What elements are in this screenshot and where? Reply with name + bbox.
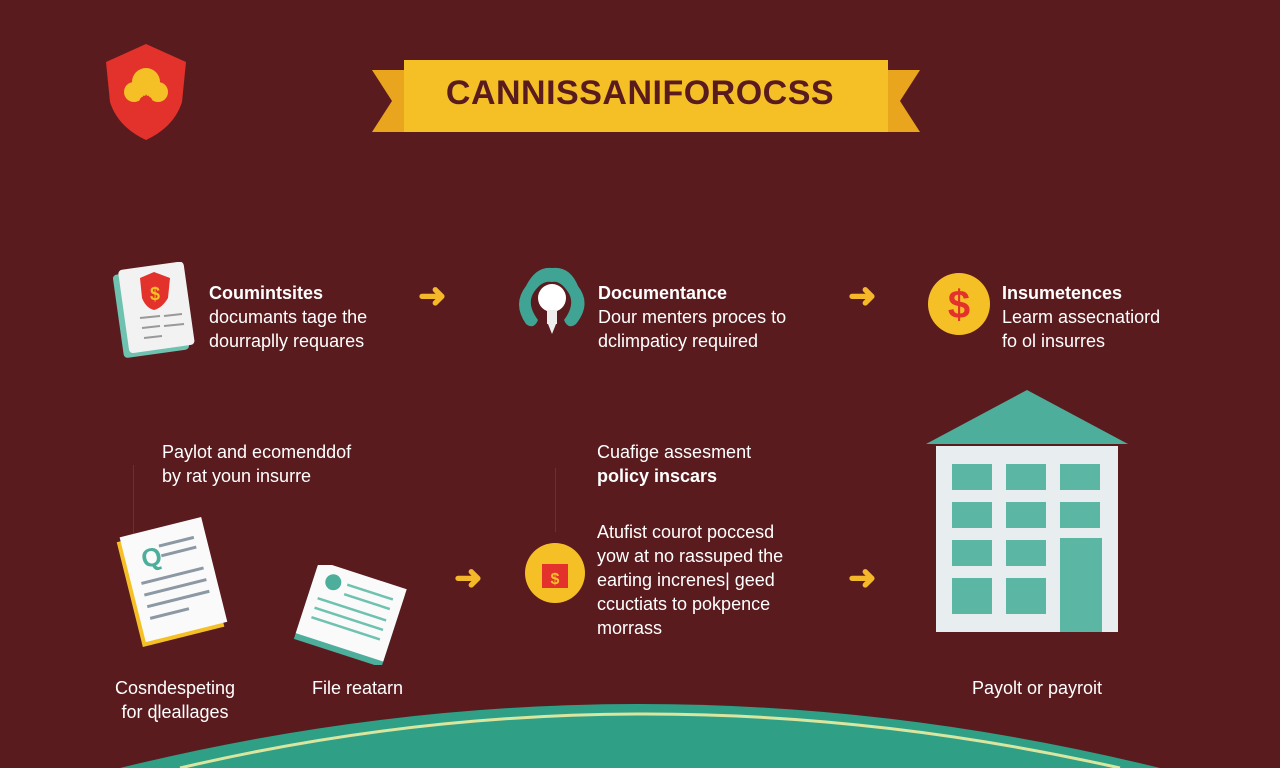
text-line: for ɖleallages	[121, 702, 229, 722]
text-line: by rat youn insurre	[162, 466, 312, 486]
bottom-label-left: Cosndespeting for ɖleallages	[112, 676, 238, 724]
svg-text:$: $	[948, 283, 970, 327]
svg-text:$: $	[139, 90, 154, 120]
building-icon	[926, 390, 1128, 632]
text-line: ccuctiats to pokpence	[597, 594, 771, 614]
text-line: Paylot and ecomenddof	[162, 442, 352, 462]
connector-line	[555, 468, 556, 532]
svg-text:$: $	[150, 284, 160, 304]
arrow-right-icon: ➜	[454, 559, 483, 597]
notepad-icon	[293, 565, 407, 665]
step-title: Coumintsites	[209, 283, 324, 303]
banner-title: CANNISSANIFOROCSS	[445, 74, 835, 112]
text-line: yow at no rassuped the	[597, 546, 784, 566]
middle-center-text: Cuafige assesment policy inscars	[597, 440, 751, 488]
document-icon: $	[113, 262, 195, 358]
text-line: Cosndespeting	[114, 678, 236, 698]
description-line: dourraplly requares	[209, 331, 365, 351]
arrow-right-icon: ➜	[848, 277, 877, 315]
green-ground-arc	[120, 704, 1160, 768]
title-banner	[372, 60, 920, 132]
description-line: Dour menters proces to	[598, 307, 787, 327]
description-line: dclimpaticy required	[598, 331, 759, 351]
middle-left-text: Paylot and ecomenddof by rat youn insurr…	[162, 440, 351, 488]
text-line: earting increnes| geed	[597, 570, 775, 590]
step-description: documants tage the dourraplly requares	[209, 305, 367, 353]
step-description: Dour menters proces to dclimpaticy requi…	[598, 305, 786, 353]
arrow-right-icon: ➜	[848, 559, 877, 597]
svg-text:$: $	[551, 571, 560, 588]
description-line: Learm assecnatiord	[1002, 307, 1161, 327]
dollar-coin-icon: $	[928, 273, 990, 335]
shield-logo-icon: $	[106, 44, 186, 140]
step-title: Insumetences	[1002, 283, 1123, 303]
text-line: Atufist courot poccesd	[597, 522, 775, 542]
connector-line	[133, 465, 134, 535]
text-line: morrass	[597, 618, 663, 638]
detail-text: Atufist courot poccesd yow at no rassupe…	[597, 520, 783, 640]
arrow-right-icon: ➜	[418, 277, 447, 315]
money-bag-coin-icon: $	[525, 543, 585, 603]
file-return-label: File reatarn	[312, 678, 404, 698]
step-title: Documentance	[598, 283, 728, 303]
lightbulb-icon	[519, 267, 585, 334]
report-document-icon: Q	[116, 517, 228, 647]
step-description: Learm assecnatiord fo ol insurres	[1002, 305, 1160, 353]
description-line: documants tage the	[209, 307, 368, 327]
payout-label: Payolt or payroit	[972, 678, 1103, 698]
text-line: policy inscars	[597, 466, 718, 486]
text-line: Cuafige assesment	[597, 442, 752, 462]
description-line: fo ol insurres	[1002, 331, 1106, 351]
